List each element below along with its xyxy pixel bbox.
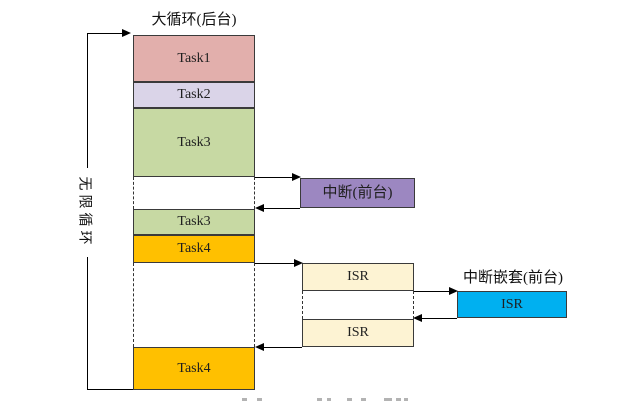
caption-fragment — [361, 398, 366, 401]
caption-fragment — [242, 398, 247, 401]
task-label: Task1 — [177, 51, 211, 66]
column-suspended-gap-1 — [133, 177, 255, 209]
background-column-title: 大循环(后台) — [151, 12, 237, 28]
arrow-return-isr2-icon — [255, 343, 264, 351]
arrow-return-interrupt-icon — [255, 204, 264, 212]
loop-left-line-lower — [87, 257, 88, 390]
task-label: Task3 — [177, 135, 211, 150]
arrow-line-return-interrupt — [263, 208, 300, 209]
task-box-task3-resumed: Task3 — [133, 209, 255, 235]
caption-fragment — [384, 398, 392, 401]
caption-fragment — [257, 398, 262, 401]
isr-gap-left-dash — [302, 291, 303, 319]
interrupt-box: 中断(前台) — [300, 178, 415, 208]
arrow-to-isr1-icon — [294, 259, 303, 267]
column-suspended-gap-2 — [133, 263, 255, 347]
interrupt-label: 中断(前台) — [322, 185, 393, 201]
arrow-return-nested-icon — [413, 314, 422, 322]
task-box-task4: Task4 — [133, 235, 255, 263]
isr-box-1: ISR — [302, 263, 414, 291]
loop-left-line-upper — [87, 33, 88, 168]
caption-fragment — [317, 398, 322, 401]
loop-top-line — [87, 33, 123, 34]
isr-label: ISR — [501, 297, 523, 312]
arrow-to-nested-isr-icon — [449, 287, 458, 295]
caption-fragment — [404, 398, 408, 401]
arrow-line-isr1-to-nested — [414, 291, 450, 292]
task-label: Task4 — [177, 241, 211, 256]
caption-fragment — [396, 398, 401, 401]
isr-box-2: ISR — [302, 319, 414, 347]
task-box-task1: Task1 — [133, 35, 255, 82]
task-label: Task4 — [177, 361, 211, 376]
task-box-task3: Task3 — [133, 108, 255, 177]
arrow-line-to-interrupt — [255, 177, 293, 178]
arrow-line-return-nested — [421, 318, 457, 319]
task-label: Task3 — [177, 214, 211, 229]
loop-arrowhead-icon — [122, 29, 131, 37]
task-box-task2: Task2 — [133, 82, 255, 108]
arrow-to-interrupt-icon — [292, 173, 301, 181]
isr-label: ISR — [347, 325, 369, 340]
task-box-task4-resumed: Task4 — [133, 347, 255, 390]
nested-isr-box: ISR — [457, 291, 567, 318]
arrow-line-return-isr2 — [263, 347, 302, 348]
task-label: Task2 — [177, 87, 211, 102]
caption-fragment — [327, 398, 331, 401]
infinite-loop-label: 无限循环 — [76, 176, 92, 249]
isr-label: ISR — [347, 269, 369, 284]
loop-bottom-line — [87, 389, 133, 390]
caption-fragment — [347, 398, 352, 401]
nested-interrupt-title: 中断嵌套(前台) — [463, 270, 563, 286]
arrow-line-to-isr1 — [255, 263, 295, 264]
isr-gap-right-dash — [413, 291, 414, 319]
